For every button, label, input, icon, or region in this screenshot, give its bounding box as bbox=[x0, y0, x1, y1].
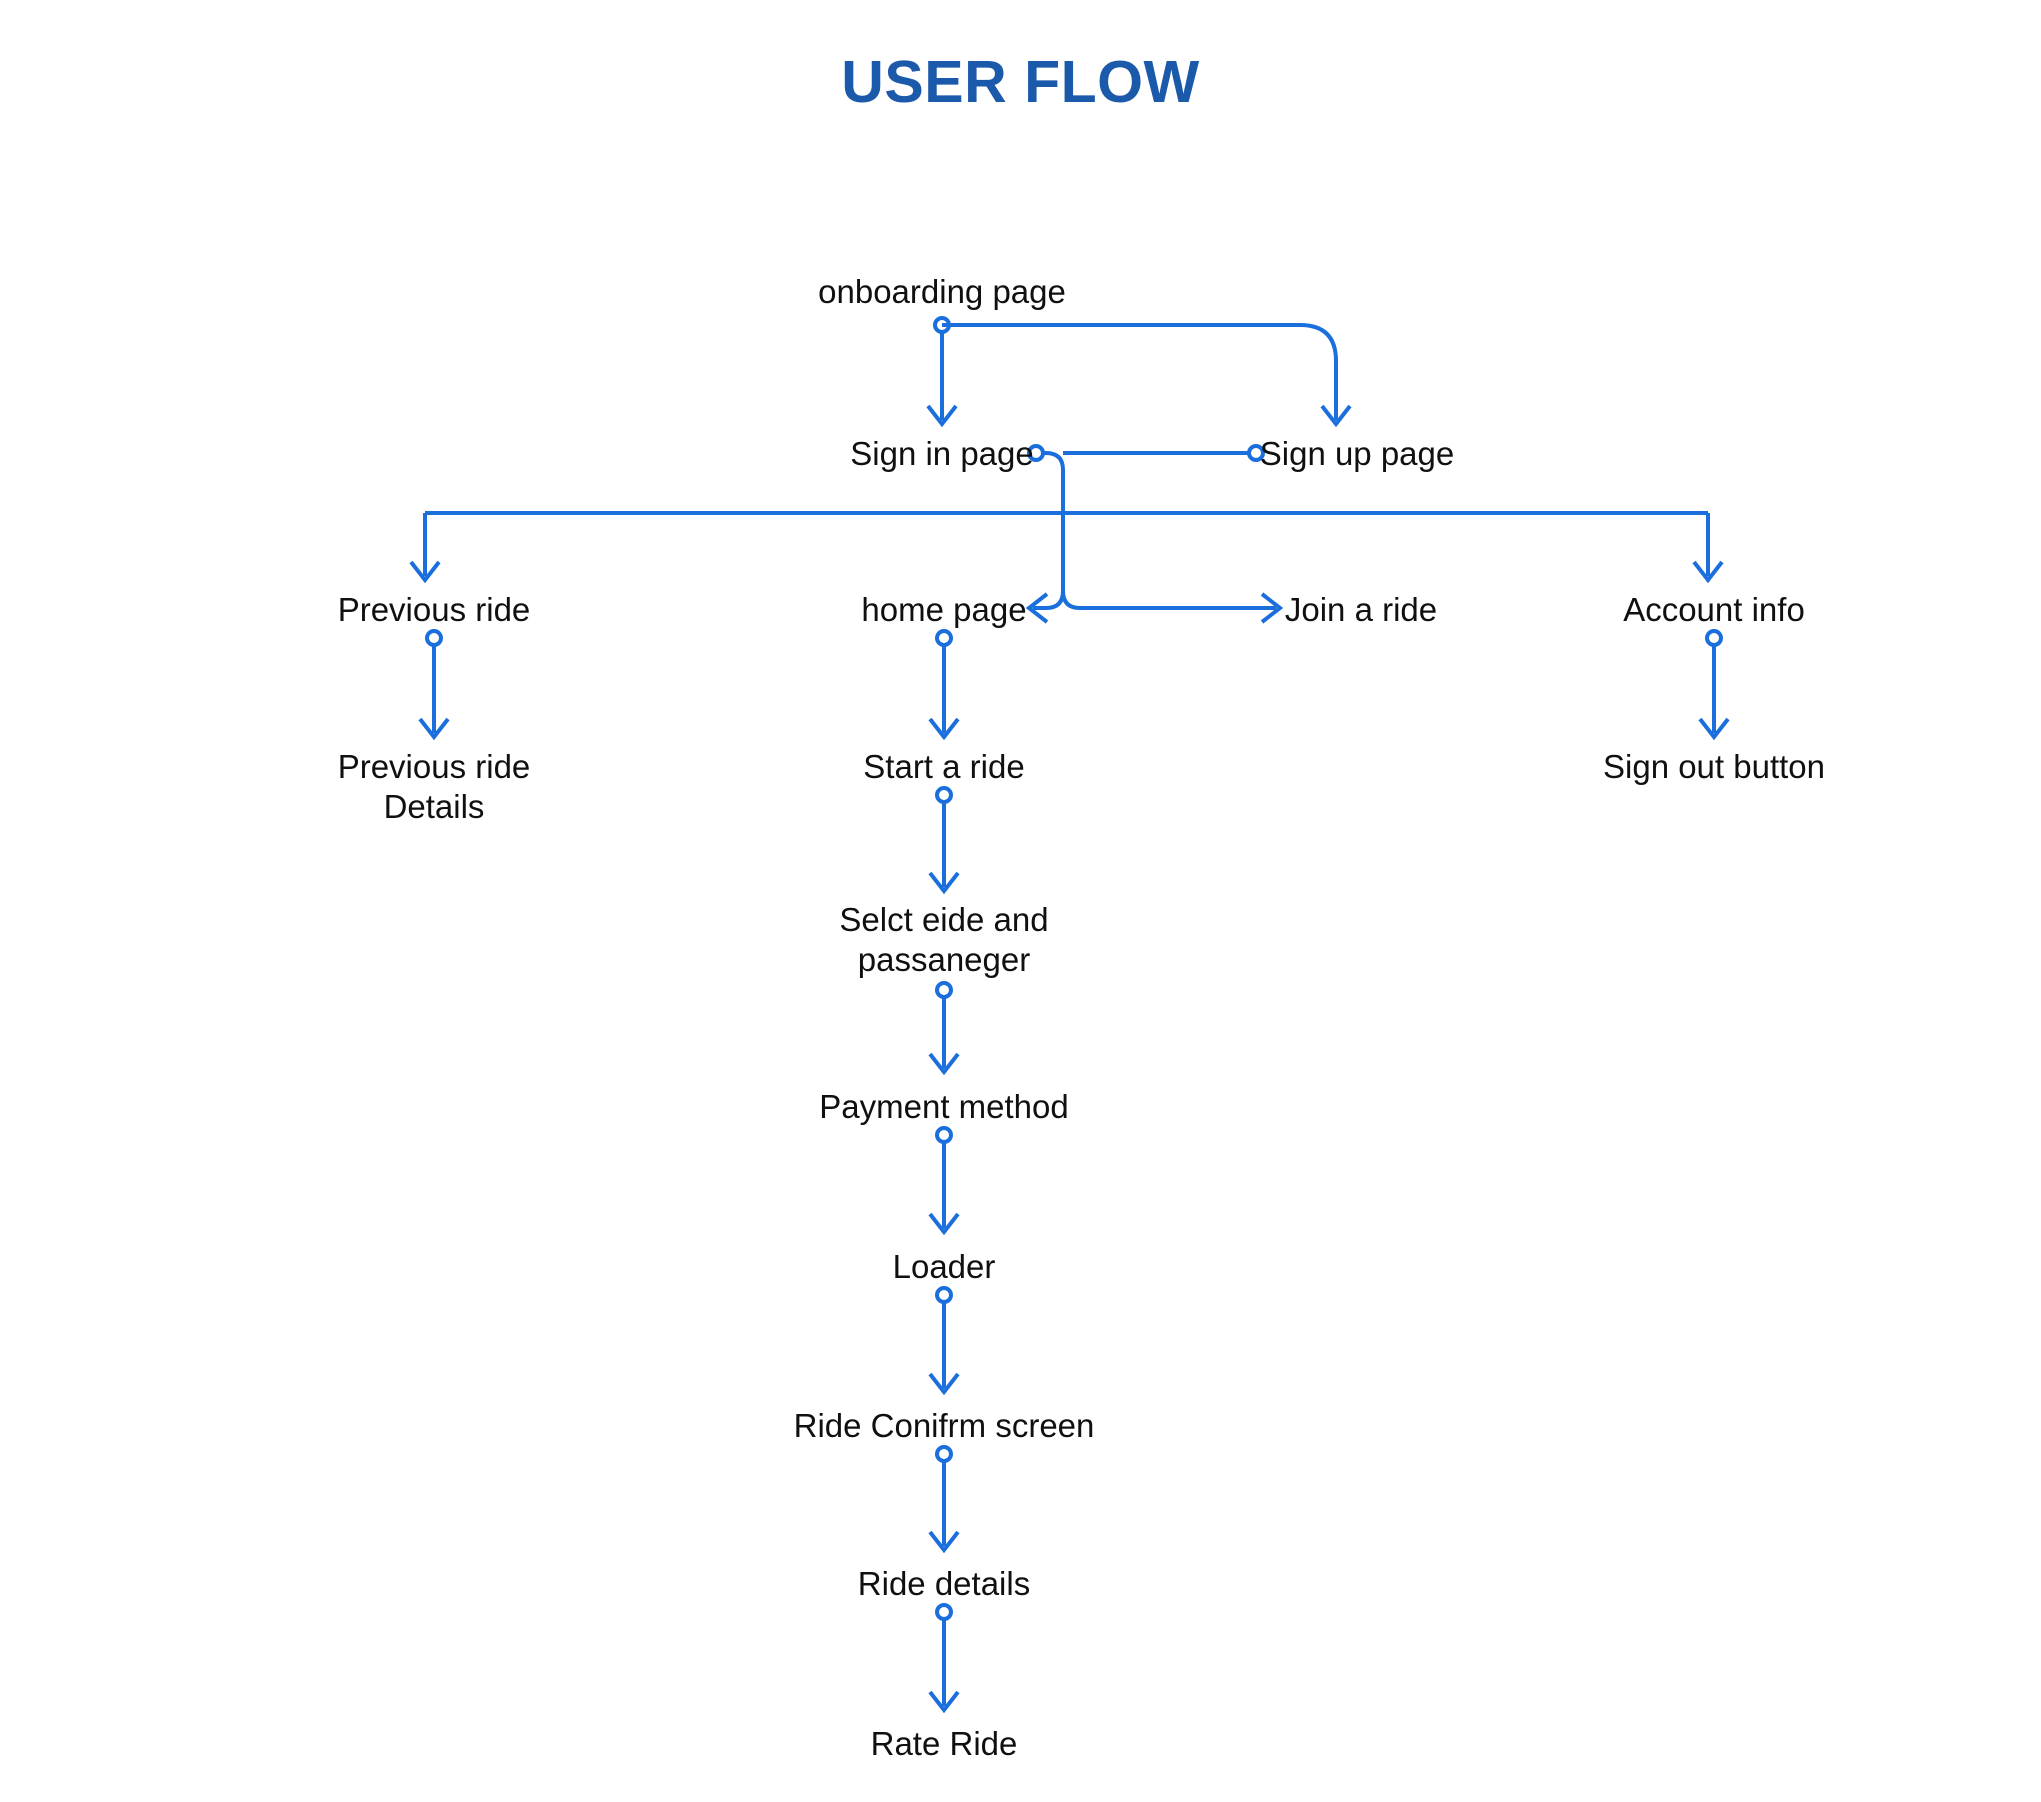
edge-previous-ride-to-details bbox=[418, 629, 450, 741]
edge-signin-to-joinride bbox=[1061, 590, 1284, 624]
node-payment-method[interactable]: Payment method bbox=[819, 1088, 1069, 1125]
node-start-a-ride[interactable]: Start a ride bbox=[863, 748, 1025, 785]
node-previous-ride-details[interactable]: Previous ride Details bbox=[337, 748, 531, 825]
node-ride-details[interactable]: Ride details bbox=[857, 1565, 1031, 1602]
edge-loader-to-ride-confirm bbox=[928, 1286, 960, 1396]
node-sign-out-button[interactable]: Sign out button bbox=[1602, 748, 1826, 785]
node-account-info[interactable]: Account info bbox=[1623, 591, 1805, 628]
edge-start-ride-to-select-ride bbox=[928, 786, 960, 895]
edge-signin-to-signup bbox=[1063, 444, 1265, 462]
edge-account-info-to-sign-out bbox=[1698, 629, 1730, 741]
edge-onboarding-to-signup bbox=[942, 323, 1352, 428]
edge-signin-to-homepage bbox=[1025, 444, 1065, 624]
node-sign-up-page[interactable]: Sign up page bbox=[1259, 435, 1455, 472]
edge-bus-to-account-info bbox=[1692, 513, 1724, 584]
node-sign-in-page[interactable]: Sign in page bbox=[850, 435, 1034, 472]
node-rate-ride[interactable]: Rate Ride bbox=[870, 1725, 1018, 1762]
edge-homepage-to-start-ride bbox=[928, 629, 960, 741]
edge-select-ride-to-payment bbox=[928, 981, 960, 1076]
node-loader[interactable]: Loader bbox=[892, 1248, 996, 1285]
node-onboarding-page[interactable]: onboarding page bbox=[818, 273, 1066, 310]
node-join-a-ride[interactable]: Join a ride bbox=[1284, 591, 1438, 628]
edge-payment-to-loader bbox=[928, 1126, 960, 1236]
node-previous-ride[interactable]: Previous ride bbox=[337, 591, 531, 628]
edge-onboarding-to-signin bbox=[926, 316, 958, 428]
edge-bus-to-previous-ride bbox=[409, 513, 441, 584]
node-select-ride-and-passenger[interactable]: Selct eide and passaneger bbox=[839, 901, 1049, 978]
node-ride-confirm-screen[interactable]: Ride Conifrm screen bbox=[793, 1407, 1095, 1444]
edge-ride-confirm-to-ride-details bbox=[928, 1445, 960, 1554]
page-title: USER FLOW bbox=[841, 49, 1200, 115]
edge-ride-details-to-rate-ride bbox=[928, 1603, 960, 1714]
node-home-page[interactable]: home page bbox=[861, 591, 1027, 628]
